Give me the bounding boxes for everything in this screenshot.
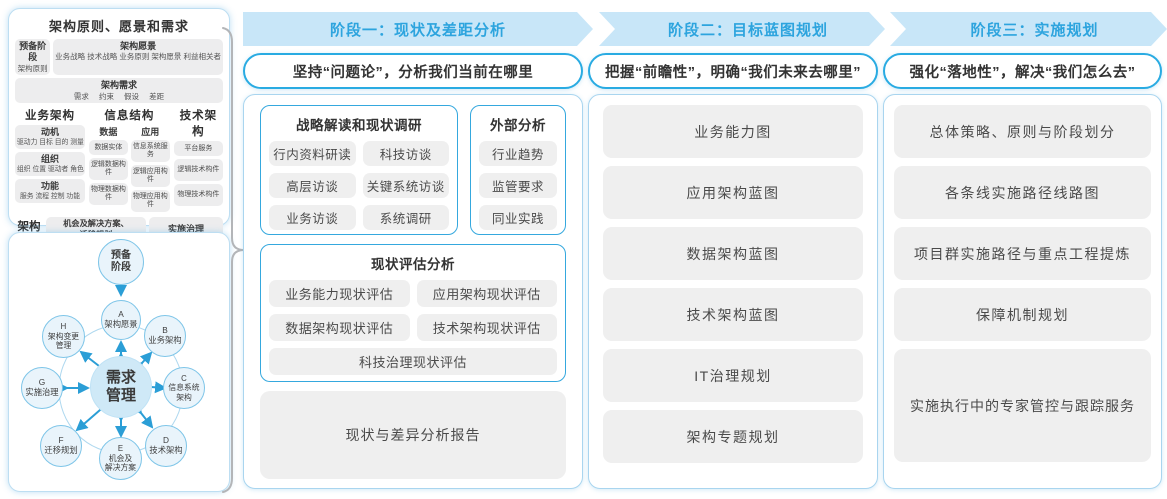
platform-service-box: 平台服务 (173, 141, 223, 157)
phase3-header-label: 阶段三：实施规划 (970, 21, 1099, 39)
strategy-research-title: 战略解读和现状调研 (296, 118, 422, 133)
physical-data-box: 物理数据构件 (89, 183, 128, 206)
architecture-vision-box: 架构愿景 业务战略 技术战略 业务原则 架构愿景 利益相关者 (53, 39, 223, 76)
physical-app-box: 物理应用构件 (130, 190, 170, 213)
business-architecture-title: 业务架构 (25, 110, 75, 123)
chip-overall-strategy-principles: 总体策略、原则与阶段划分 (894, 105, 1151, 158)
requirements-sub: 需求 约束 假设 差距 (73, 91, 165, 101)
chip-architecture-special-planning: 架构专题规划 (603, 410, 863, 463)
information-structure-column: 信息结构 数据 数据实体 逻辑数据构件 物理数据构件 应用 信息系统服务 逻辑应… (89, 107, 170, 215)
requirements-title: 架构需求 (100, 80, 137, 91)
chip-it-governance-assessment: 科技治理现状评估 (269, 348, 557, 375)
cycle-node-c-information-systems: C 信息系统 架构 (163, 367, 205, 409)
assessment-analysis-box: 现状评估分析 业务能力现状评估 应用架构现状评估 数据架构现状评估 技术架构现状… (260, 244, 566, 382)
technology-architecture-column: 技术架构 平台服务 逻辑技术构件 物理技术构件 (173, 107, 223, 209)
chip-guarantee-mechanism-planning: 保障机制规划 (894, 288, 1151, 341)
chip-regulatory-requirements: 监管要求 (479, 173, 557, 198)
prep-phase-sub: 架构原则 (17, 63, 48, 73)
chip-application-architecture-assessment: 应用架构现状评估 (416, 280, 557, 307)
chip-data-architecture-assessment: 数据架构现状评估 (269, 314, 410, 341)
external-analysis-box: 外部分析 行业趋势 监管要求 同业实践 (470, 105, 566, 235)
physical-tech-box: 物理技术构件 (173, 184, 223, 207)
logical-data-box: 逻辑数据构件 (89, 158, 128, 181)
strategy-research-box: 战略解读和现状调研 行内资料研读 科技访谈 高层访谈 关键系统访谈 业务访谈 系… (260, 105, 458, 235)
chip-executive-interview: 高层访谈 (269, 173, 356, 198)
phase3-header: 阶段三：实施规划 (890, 12, 1167, 46)
phase2-column: 业务能力图 应用架构蓝图 数据架构蓝图 技术架构蓝图 IT治理规划 架构专题规划 (588, 94, 878, 489)
prep-phase-title: 预备阶段 (19, 41, 47, 63)
phase1-column: 战略解读和现状调研 行内资料研读 科技访谈 高层访谈 关键系统访谈 业务访谈 系… (243, 94, 583, 489)
architecture-content-framework-panel: 架构原则、愿景和需求 预备阶段 架构原则 架构愿景 业务战略 技术战略 业务原则… (8, 8, 230, 252)
prep-phase-box: 预备阶段 架构原则 (15, 39, 51, 76)
external-analysis-title: 外部分析 (490, 118, 546, 133)
chip-internal-material-review: 行内资料研读 (269, 141, 356, 166)
chip-application-architecture-blueprint: 应用架构蓝图 (603, 166, 863, 219)
technology-architecture-title: 技术架构 (179, 110, 218, 139)
business-architecture-column: 业务架构 动机 驱动力 目标 目的 测量 组织 组织 位置 驱动者 角色 功能 … (15, 107, 85, 206)
information-structure-title: 信息结构 (104, 110, 155, 123)
data-entity-box: 数据实体 (89, 140, 128, 156)
chip-peer-practice: 同业实践 (479, 205, 557, 230)
cycle-node-e-opportunities: E 机会及 解决方案 (99, 437, 142, 480)
chip-industry-trends: 行业趋势 (479, 141, 557, 166)
assessment-analysis-title: 现状评估分析 (371, 257, 455, 272)
phase1-slogan: 坚持“问题论”，分析我们当前在哪里 (243, 53, 583, 89)
framework-title: 架构原则、愿景和需求 (48, 19, 189, 34)
info-system-service-box: 信息系统服务 (130, 140, 170, 163)
chip-it-governance-planning: IT治理规划 (603, 349, 863, 402)
logical-app-box: 逻辑应用构件 (130, 165, 170, 188)
phase2-header-label: 阶段二：目标蓝图规划 (667, 21, 828, 39)
chip-business-capability-assessment: 业务能力现状评估 (269, 280, 410, 307)
function-box: 功能 服务 流程 控制 功能 (15, 179, 85, 204)
adm-cycle-panel: 预备 阶段 需求 管理 A 架构愿景 B 业务架构 C 信息系统 架构 D 技术… (8, 232, 230, 492)
cycle-node-f-migration: F 迁移规划 (40, 425, 82, 467)
chip-expert-control-tracking-service: 实施执行中的专家管控与跟踪服务 (894, 349, 1151, 462)
vision-sub: 业务战略 技术战略 业务原则 架构愿景 利益相关者 (55, 52, 221, 62)
cycle-requirements-management: 需求 管理 (90, 356, 152, 418)
cycle-node-b-business: B 业务架构 (144, 315, 186, 357)
data-subcolumn: 数据 数据实体 逻辑数据构件 物理数据构件 (89, 125, 128, 215)
chip-system-research: 系统调研 (362, 205, 449, 230)
application-subcolumn: 应用 信息系统服务 逻辑应用构件 物理应用构件 (130, 125, 170, 215)
cycle-prep-phase: 预备 阶段 (98, 239, 144, 285)
chip-data-architecture-blueprint: 数据架构蓝图 (603, 227, 863, 280)
chip-business-interview: 业务访谈 (269, 205, 356, 230)
cycle-node-g-governance: G 实施治理 (21, 367, 63, 409)
chip-business-capability-map: 业务能力图 (603, 105, 863, 158)
cycle-node-d-technology: D 技术架构 (145, 425, 187, 467)
cycle-node-a-vision: A 架构愿景 (101, 300, 141, 340)
vision-title: 架构愿景 (120, 41, 157, 51)
phase2-slogan: 把握“前瞻性”，明确“我们未来去哪里” (588, 53, 878, 89)
architecture-requirements-box: 架构需求 需求 约束 假设 差距 (15, 78, 223, 104)
cycle-node-h-change-management: H 架构变更 管理 (42, 315, 85, 358)
chip-tech-interview: 科技访谈 (362, 141, 449, 166)
gap-analysis-report-box: 现状与差异分析报告 (260, 391, 566, 479)
phase3-slogan: 强化“落地性”，解决“我们怎么去” (883, 53, 1162, 89)
motivation-box: 动机 驱动力 目标 目的 测量 (15, 125, 85, 150)
chip-technology-architecture-blueprint: 技术架构蓝图 (603, 288, 863, 341)
phase1-header: 阶段一：现状及差距分析 (243, 12, 593, 46)
chip-key-system-interview: 关键系统访谈 (362, 173, 449, 198)
phase1-header-label: 阶段一：现状及差距分析 (329, 21, 506, 39)
chip-line-implementation-roadmap: 各条线实施路径线路图 (894, 166, 1151, 219)
chip-program-path-key-projects: 项目群实施路径与重点工程提炼 (894, 227, 1151, 280)
logical-tech-box: 逻辑技术构件 (173, 159, 223, 182)
organization-box: 组织 组织 位置 驱动者 角色 (15, 152, 85, 177)
chip-technology-architecture-assessment: 技术架构现状评估 (416, 314, 557, 341)
phase2-header: 阶段二：目标蓝图规划 (599, 12, 885, 46)
phase3-column: 总体策略、原则与阶段划分 各条线实施路径线路图 项目群实施路径与重点工程提炼 保… (883, 94, 1162, 489)
